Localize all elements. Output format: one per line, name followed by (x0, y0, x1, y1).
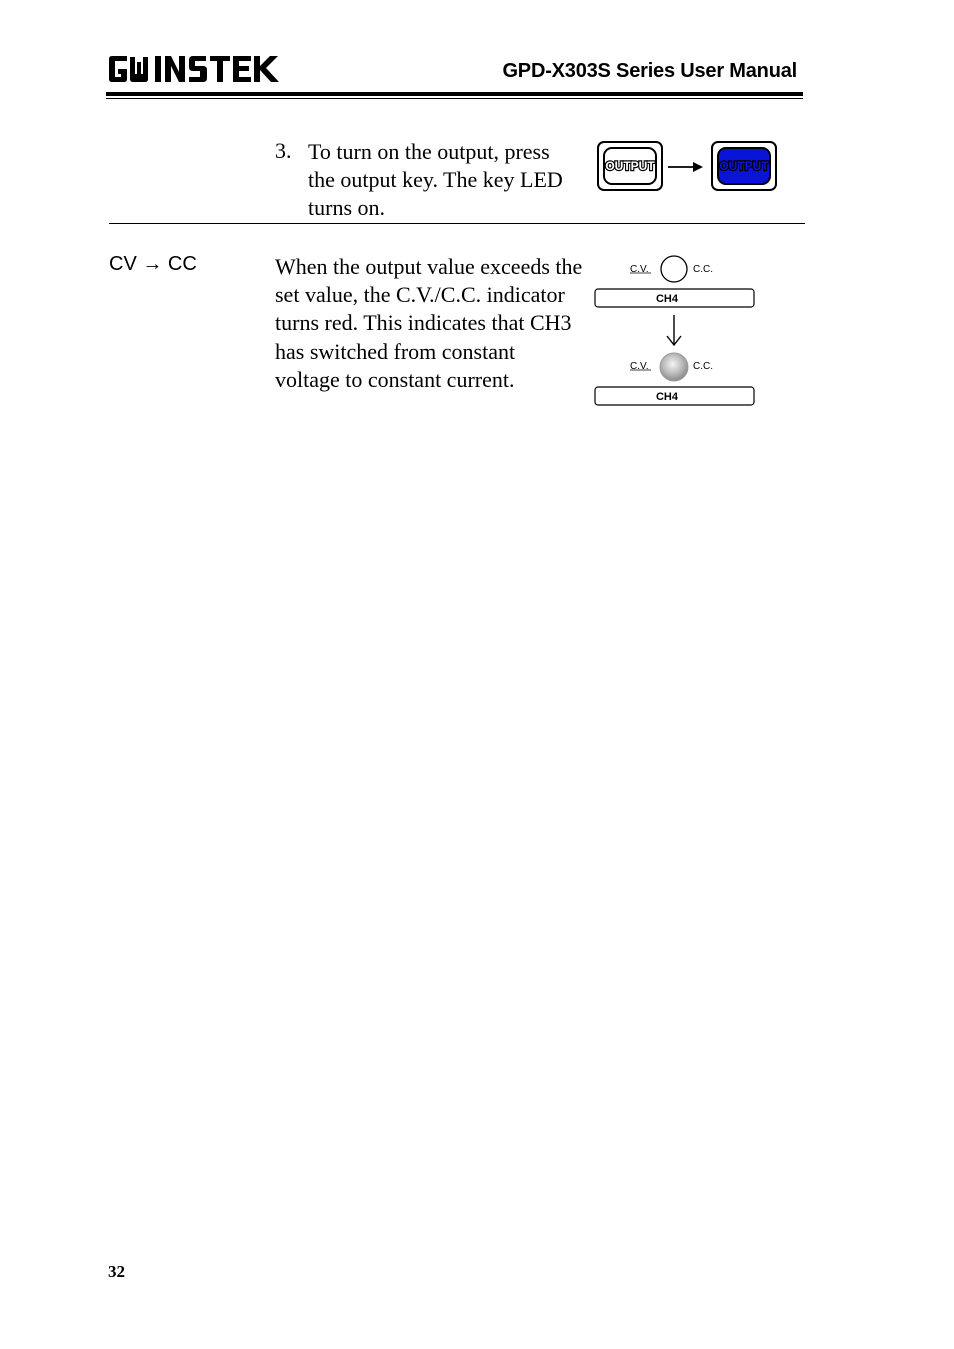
manual-title: GPD-X303S Series User Manual (502, 60, 797, 82)
led-off-icon (660, 255, 688, 283)
arrow-down-icon (666, 315, 682, 347)
cv-cc-indicator-figure: C.V. C.C. CH4 C.V. C.C. CH4 (594, 255, 755, 406)
row-divider (109, 223, 805, 224)
section-description: When the output value exceeds the set va… (275, 254, 583, 392)
cv-label: C.V. (630, 264, 649, 275)
cv-label-lit: C.V. (630, 361, 649, 372)
page-number: 32 (108, 1262, 125, 1281)
channel-label: CH4 (656, 293, 679, 305)
key-label-off: OUTPUT (605, 159, 655, 173)
arrow-right-icon (668, 162, 703, 172)
gw-instek-logo (109, 54, 279, 82)
cc-label: C.C. (693, 264, 713, 275)
key-label-on: OUTPUT (719, 159, 769, 173)
output-key-off: OUTPUT (597, 141, 663, 191)
step-text: To turn on the output, press the output … (308, 139, 563, 220)
output-key-figure: OUTPUT OUTPUT (597, 141, 777, 191)
led-on-icon (659, 352, 689, 382)
header-rule-thick (106, 92, 803, 96)
output-key-on: OUTPUT (711, 141, 777, 191)
section-label: CV → CC (109, 253, 197, 275)
header-rule-thin (106, 98, 803, 99)
channel-label-lit: CH4 (656, 391, 679, 403)
cc-label-lit: C.C. (693, 361, 713, 372)
step-number: 3. (275, 138, 292, 163)
